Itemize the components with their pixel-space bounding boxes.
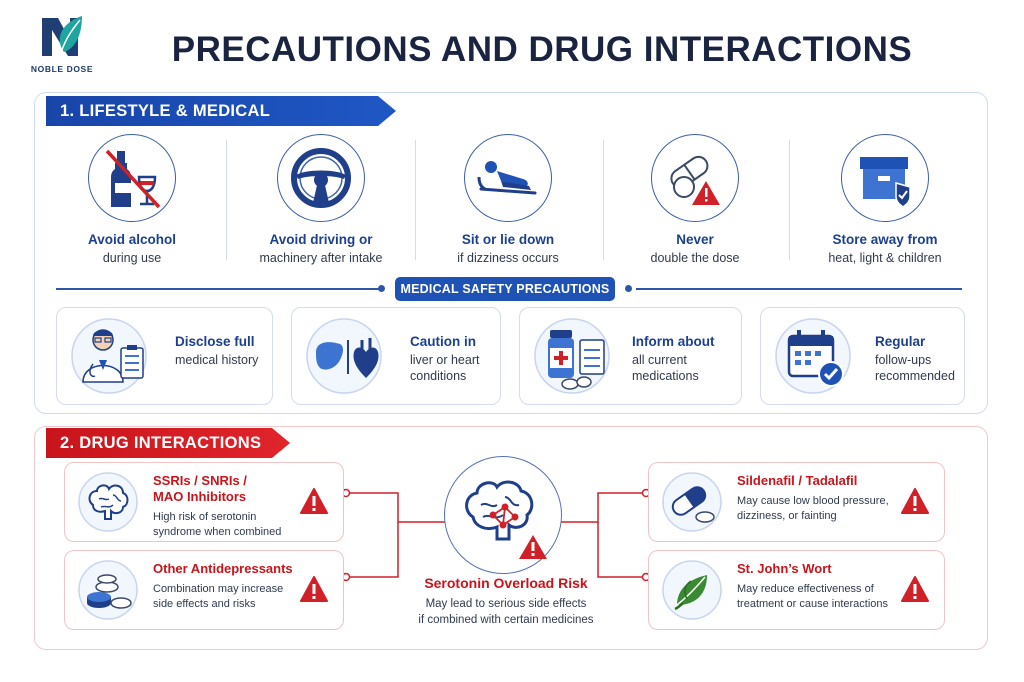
doctor-clipboard-icon bbox=[71, 318, 147, 394]
medical-card-desc: medical history bbox=[175, 353, 259, 367]
interaction-sildenafil: Sildenafil / Tadalafil May cause low blo… bbox=[648, 462, 945, 542]
interaction-title: St. John’s Wort bbox=[737, 561, 832, 576]
leaf-icon bbox=[662, 560, 722, 620]
interaction-ssri: SSRIs / SNRIs / MAO Inhibitors High risk… bbox=[64, 462, 344, 542]
medical-card-history: Disclose full medical history bbox=[56, 307, 273, 405]
page-title: PRECAUTIONS AND DRUG INTERACTIONS bbox=[171, 30, 913, 69]
divider-dot bbox=[378, 285, 385, 292]
brand-name: NOBLE DOSE bbox=[30, 64, 94, 74]
warning-icon bbox=[300, 576, 328, 602]
medical-card-desc: medications bbox=[632, 369, 699, 383]
brand-logo: NOBLE DOSE bbox=[22, 12, 102, 74]
pill-stack-icon bbox=[78, 560, 138, 620]
medical-card-title: Inform about bbox=[632, 334, 715, 349]
capsule-icon bbox=[662, 472, 722, 532]
interaction-st-johns-wort: St. John’s Wort May reduce effectiveness… bbox=[648, 550, 945, 630]
warning-icon bbox=[901, 576, 929, 602]
precaution-title: Never bbox=[676, 232, 714, 247]
precaution-title: Avoid driving or bbox=[269, 232, 373, 247]
medical-card-desc: follow-ups bbox=[875, 353, 932, 367]
medical-card-desc: liver or heart bbox=[410, 353, 480, 367]
precaution-subtitle: machinery after intake bbox=[259, 251, 383, 265]
precaution-avoid-alcohol: Avoid alcohol during use bbox=[40, 134, 224, 265]
liver-heart-icon bbox=[306, 318, 382, 394]
pill-warning-icon bbox=[670, 155, 720, 205]
center-title: Serotonin Overload Risk bbox=[424, 575, 588, 591]
precaution-title: Store away from bbox=[832, 232, 938, 247]
precaution-avoid-driving: Avoid driving or machinery after intake bbox=[229, 134, 413, 265]
precaution-title: Sit or lie down bbox=[461, 232, 555, 247]
warning-icon bbox=[300, 488, 328, 514]
precaution-title: Avoid alcohol bbox=[87, 232, 176, 247]
medical-card-desc: recommended bbox=[875, 369, 955, 383]
no-alcohol-icon bbox=[105, 149, 161, 209]
medical-safety-subtitle: MEDICAL SAFETY PRECAUTIONS bbox=[395, 277, 615, 301]
interaction-title: Sildenafil / Tadalafil bbox=[737, 473, 858, 488]
precaution-subtitle: if dizziness occurs bbox=[457, 251, 559, 265]
precaution-subtitle: double the dose bbox=[650, 251, 740, 265]
medical-card-title: Caution in bbox=[410, 334, 476, 349]
divider-line-right bbox=[636, 288, 962, 290]
precaution-subtitle: heat, light & children bbox=[828, 251, 942, 265]
interaction-title: SSRIs / SNRIs / MAO Inhibitors bbox=[153, 473, 247, 504]
section2-title: 2. DRUG INTERACTIONS bbox=[46, 428, 290, 458]
calendar-check-icon bbox=[775, 318, 851, 394]
divider bbox=[415, 140, 416, 260]
warning-icon bbox=[901, 488, 929, 514]
precaution-subtitle: during use bbox=[102, 251, 162, 265]
medical-card-desc: all current bbox=[632, 353, 687, 367]
interaction-desc: Combination may increase side effects an… bbox=[153, 583, 284, 610]
precaution-lie-down: Sit or lie down if dizziness occurs bbox=[416, 134, 600, 265]
interaction-title: Other Antidepressants bbox=[153, 561, 293, 576]
divider-dot bbox=[625, 285, 632, 292]
interaction-antidepressants: Other Antidepressants Combination may in… bbox=[64, 550, 344, 630]
steering-wheel-icon bbox=[291, 148, 351, 208]
lying-down-icon bbox=[477, 161, 537, 195]
medical-card-liver-heart: Caution in liver or heart conditions bbox=[291, 307, 501, 405]
section1-title: 1. LIFESTYLE & MEDICAL PRECAUTIONS bbox=[46, 96, 396, 126]
medical-card-medications: Inform about all current medications bbox=[519, 307, 742, 405]
storage-box-icon bbox=[860, 157, 911, 209]
precaution-no-double-dose: Never double the dose bbox=[603, 134, 787, 265]
interaction-desc: May reduce effectiveness of treatment or… bbox=[737, 583, 889, 610]
medical-card-title: Regular bbox=[875, 334, 926, 349]
divider bbox=[226, 140, 227, 260]
medical-card-desc: conditions bbox=[410, 369, 467, 383]
brain-icon bbox=[78, 472, 138, 532]
center-desc: May lead to serious side effects if comb… bbox=[418, 598, 594, 626]
medicine-bottle-icon bbox=[534, 318, 610, 394]
interaction-desc: High risk of serotonin syndrome when com… bbox=[153, 511, 282, 538]
divider bbox=[603, 140, 604, 260]
medical-card-title: Disclose full bbox=[175, 334, 255, 349]
precaution-store-safely: Store away from heat, light & children bbox=[793, 134, 977, 265]
leaf-logo-icon bbox=[42, 16, 82, 57]
interaction-desc: May cause low blood pressure, dizziness,… bbox=[737, 495, 889, 522]
divider bbox=[789, 140, 790, 260]
divider-line-left bbox=[56, 288, 383, 290]
serotonin-center bbox=[444, 456, 562, 574]
medical-card-follow-ups: Regular follow-ups recommended bbox=[760, 307, 965, 405]
brain-network-icon bbox=[465, 480, 547, 559]
